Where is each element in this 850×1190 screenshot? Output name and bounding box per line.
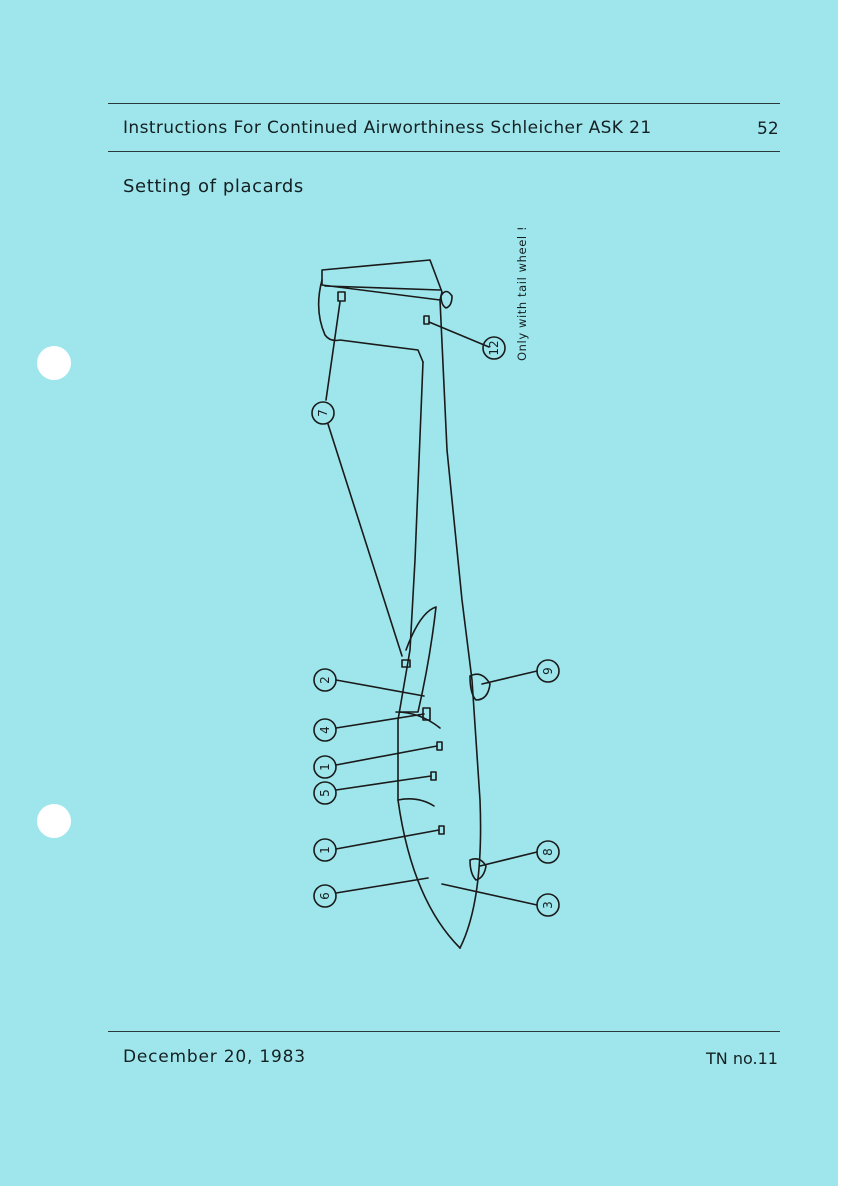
tail-stabilizer <box>317 279 424 363</box>
leader-5 <box>335 775 432 791</box>
leader-9 <box>481 670 538 685</box>
header-rule-bottom <box>108 151 780 152</box>
leader-3 <box>441 883 538 906</box>
callout-circle-8 <box>536 840 560 864</box>
callout-label-8: 8 <box>541 848 555 856</box>
binder-hole-top <box>37 346 71 380</box>
leader-1a <box>335 745 438 766</box>
main-wheel <box>469 673 491 701</box>
callout-circle-12 <box>482 336 506 360</box>
callout-label-4: 4 <box>318 726 332 734</box>
tail-wheel-note: Only with tail wheel ! <box>515 226 529 361</box>
footer-doc-number: TN no.11 <box>706 1049 778 1068</box>
leader-1b <box>335 829 440 850</box>
leader-8 <box>479 851 538 867</box>
canopy-outline <box>399 606 437 713</box>
rudder-hinge-line <box>324 285 441 291</box>
leader-7-upper <box>325 301 341 401</box>
leader-6 <box>335 877 429 894</box>
callout-label-2: 2 <box>318 676 332 684</box>
callout-label-6: 6 <box>318 892 332 900</box>
callout-label-3: 3 <box>541 901 555 909</box>
callout-circle-7 <box>311 401 335 425</box>
footer-rule <box>108 1031 780 1032</box>
cockpit-divider-line <box>397 798 435 807</box>
placard-marker-7b <box>401 659 411 668</box>
leader-12 <box>428 321 490 348</box>
callout-circle-1a <box>313 755 337 779</box>
page-number: 52 <box>757 119 779 139</box>
nose-wheel <box>469 858 487 881</box>
header-title: Instructions For Continued Airworthiness… <box>123 118 652 138</box>
canopy-frame-line <box>395 711 441 729</box>
callout-label-7: 7 <box>316 409 330 417</box>
leader-4 <box>335 713 425 729</box>
callout-label-1b: 1 <box>318 846 332 854</box>
leader-2 <box>335 679 425 697</box>
callout-circle-4 <box>313 718 337 742</box>
callout-circle-2 <box>313 668 337 692</box>
callout-circle-3 <box>536 893 560 917</box>
placard-marker-12 <box>423 315 430 325</box>
fuselage-lower-outline <box>439 299 482 949</box>
callout-label-12: 12 <box>487 340 501 355</box>
fuselage-upper-outline <box>397 361 461 949</box>
tail-fin-outline <box>321 259 443 301</box>
tail-wheel <box>440 290 453 309</box>
leader-7-lower <box>327 423 403 657</box>
callout-label-5: 5 <box>318 789 332 797</box>
callout-circle-6 <box>313 884 337 908</box>
glider-placard-diagram: 12 7 2 4 1 5 1 6 9 8 3 Only with tail wh… <box>311 226 560 949</box>
callout-label-9: 9 <box>541 667 555 675</box>
footer-date: December 20, 1983 <box>123 1047 306 1067</box>
callout-label-1a: 1 <box>318 763 332 771</box>
section-title: Setting of placards <box>123 176 304 197</box>
callout-circle-5 <box>313 781 337 805</box>
header-rule-top <box>108 103 780 104</box>
binder-hole-bottom <box>37 804 71 838</box>
callout-circle-1b <box>313 838 337 862</box>
callout-circle-9 <box>536 659 560 683</box>
placard-marker-7 <box>337 291 346 302</box>
